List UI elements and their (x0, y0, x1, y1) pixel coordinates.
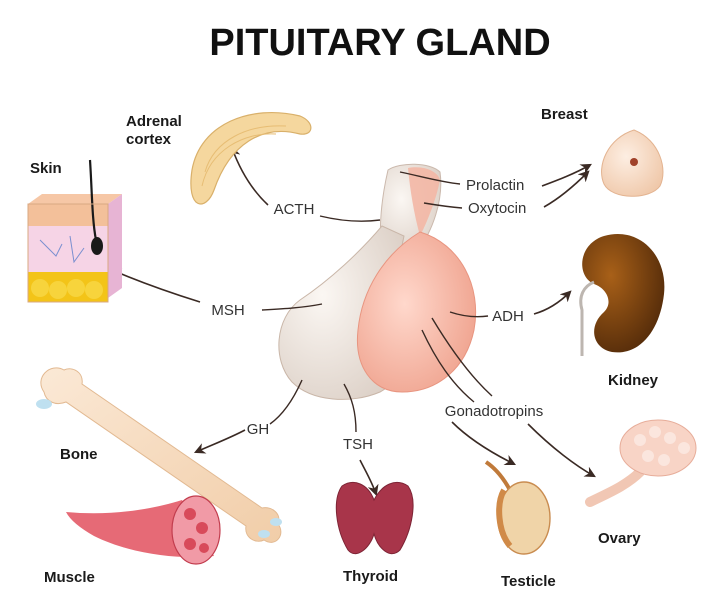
organ-label-adrenal: Adrenal (126, 113, 182, 130)
hormone-msh: MSH (211, 302, 244, 319)
posterior-lobe (356, 231, 477, 393)
organ-label-ovary: Ovary (598, 530, 641, 547)
skin-illustration (27, 159, 122, 303)
hormone-gonadotropins: Gonadotropins (445, 403, 543, 420)
hormone-adh: ADH (492, 308, 524, 325)
pituitary-gland (278, 163, 477, 400)
connectors (109, 145, 596, 497)
hormone-gh: GH (247, 421, 270, 438)
hormone-oxytocin: Oxytocin (468, 200, 526, 217)
kidney-illustration (579, 234, 665, 356)
hormone-tsh: TSH (343, 436, 373, 453)
breast-illustration (601, 129, 664, 197)
organ-label-testicle: Testicle (501, 573, 556, 590)
page-title: PITUITARY GLAND (209, 22, 550, 64)
bone-illustration (36, 367, 282, 543)
organ-label-kidney: Kidney (608, 372, 659, 389)
organ-label-thyroid: Thyroid (343, 568, 398, 585)
thyroid-illustration (335, 482, 414, 555)
testicle-illustration (484, 460, 551, 555)
hormone-prolactin: Prolactin (466, 177, 524, 194)
organ-label-muscle: Muscle (44, 569, 95, 586)
organ-label-breast: Breast (541, 106, 588, 123)
organ-label-cortex: cortex (126, 131, 172, 148)
adrenal-cortex-illustration (190, 112, 312, 205)
ovary-illustration (585, 419, 697, 507)
muscle-illustration (66, 495, 221, 565)
organ-label-skin: Skin (30, 160, 62, 177)
organ-label-bone: Bone (60, 446, 98, 463)
hormone-acth: ACTH (274, 201, 315, 218)
